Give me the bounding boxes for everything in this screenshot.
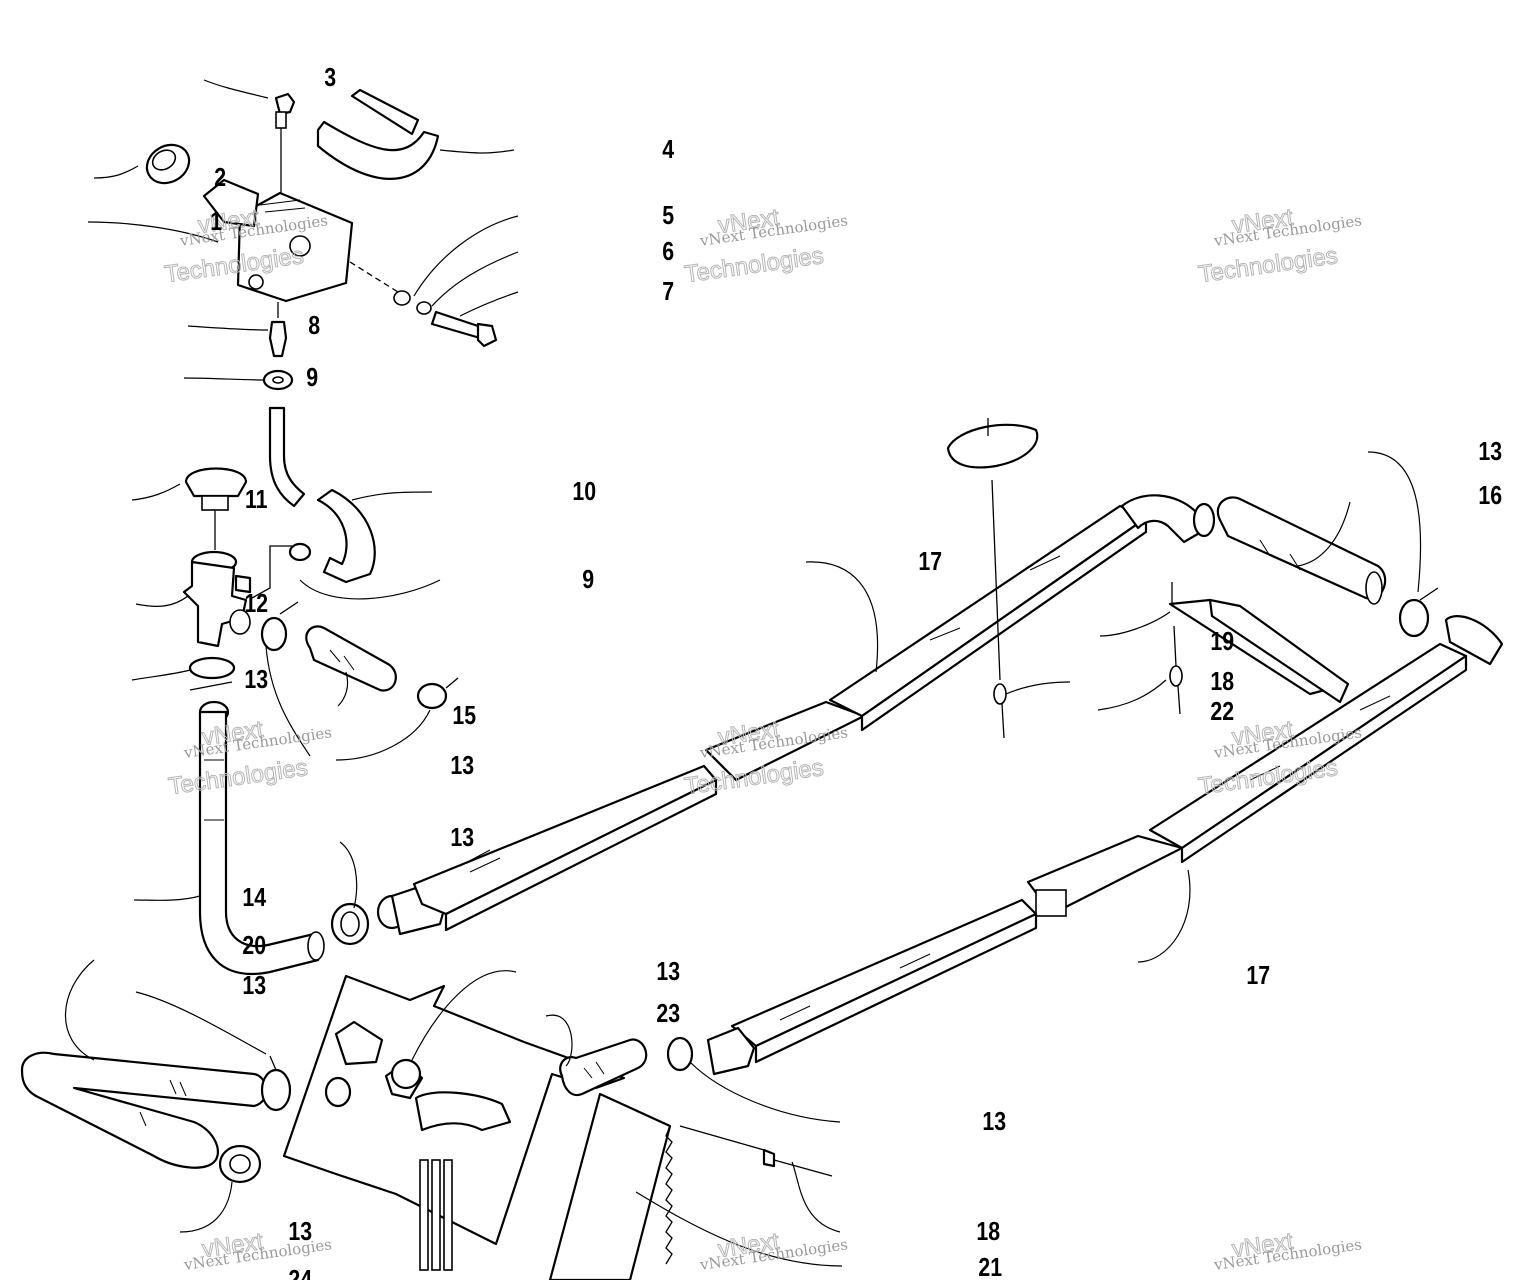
callout-16: 16	[1478, 481, 1502, 511]
callout-14: 14	[242, 883, 266, 913]
watermark-3: vNext vNext Technologies Technologies	[1196, 203, 1363, 288]
callout-19: 19	[1210, 627, 1234, 657]
part-fitting-8	[268, 302, 288, 358]
callout-17-lower: 17	[1246, 961, 1270, 991]
callout-8: 8	[308, 311, 320, 341]
part-hardware-5-6-7	[349, 261, 498, 348]
callout-13-hose20: 13	[242, 971, 266, 1001]
callout-1: 1	[210, 207, 222, 237]
part-hose-16	[1120, 494, 1387, 605]
part-rivet-22	[1169, 625, 1183, 715]
part-clamp-13-g	[666, 1036, 694, 1072]
callout-3: 3	[324, 63, 336, 93]
callout-18-rivet: 18	[1210, 667, 1234, 697]
callout-17-upper: 17	[918, 547, 942, 577]
callout-13-hose23: 13	[982, 1107, 1006, 1137]
part-cap-2	[145, 143, 191, 185]
part-clamp-13-d	[260, 1055, 292, 1112]
part-rivet-18	[993, 683, 1007, 739]
part-clamp-13-h	[1398, 587, 1504, 666]
part-hose-4	[316, 88, 440, 180]
callout-6: 6	[662, 237, 674, 267]
part-filler-neck-12	[182, 550, 252, 648]
part-clamp-13-f	[390, 1058, 422, 1090]
watermark-2: vNext vNext Technologies Technologies	[682, 203, 849, 288]
part-panel-21	[548, 1092, 833, 1280]
part-hose-14	[198, 700, 325, 975]
parts-drawing	[20, 88, 1504, 1280]
callout-13-neck: 13	[244, 665, 268, 695]
callout-22: 22	[1210, 697, 1234, 727]
watermark-9: vNext vNext Technologies	[1212, 1227, 1363, 1274]
callout-5: 5	[662, 201, 674, 231]
callout-23: 23	[656, 999, 680, 1029]
leader-lines	[64, 79, 1422, 1267]
part-clamp-9-lower	[251, 542, 312, 599]
callout-13-hose15: 13	[450, 751, 474, 781]
part-heat-exchanger-17-left	[412, 504, 1148, 932]
part-bracket-19	[1168, 582, 1350, 704]
callout-13-lower: 13	[288, 1217, 312, 1247]
part-gasket	[946, 418, 1039, 681]
part-clamp-13-a	[188, 656, 236, 691]
callout-11: 11	[245, 485, 268, 515]
part-hose-15	[305, 625, 459, 710]
callout-18-lower: 18	[976, 1217, 1000, 1247]
part-hose-20	[20, 1051, 268, 1169]
callout-13-right: 13	[1478, 437, 1502, 467]
part-clamp-9-top	[262, 369, 294, 391]
callout-9-top: 9	[306, 363, 318, 393]
callout-12: 12	[244, 589, 268, 619]
callout-9-lower: 9	[582, 565, 594, 595]
part-fitting-3	[274, 92, 296, 196]
callout-20: 20	[242, 931, 266, 961]
watermark-8: vNext vNext Technologies	[698, 1227, 849, 1274]
watermark-4: vNext vNext Technologies Technologies	[166, 715, 333, 800]
part-heat-exchanger-17-right	[706, 642, 1468, 1076]
part-hose-23	[559, 1038, 648, 1097]
callout-2: 2	[214, 163, 226, 193]
part-bracket-1	[202, 178, 354, 303]
callout-4: 4	[662, 135, 675, 165]
callout-15: 15	[452, 701, 476, 731]
callout-labels: 3 4 2 1 5 6 7 8 9 10 11 9 12 13 15 13 13…	[210, 63, 1502, 1280]
part-cap-11	[184, 467, 248, 550]
callout-10: 10	[572, 477, 596, 507]
callout-24: 24	[288, 1265, 312, 1280]
callout-7: 7	[662, 277, 674, 307]
part-hose-10	[268, 406, 376, 584]
part-clamp-13-b	[260, 601, 299, 652]
callout-13-panel: 13	[656, 957, 680, 987]
callout-21: 21	[978, 1253, 1002, 1280]
part-panel	[282, 974, 626, 1271]
part-clamp-13-e	[218, 1144, 262, 1184]
callout-13-hose14: 13	[450, 823, 474, 853]
